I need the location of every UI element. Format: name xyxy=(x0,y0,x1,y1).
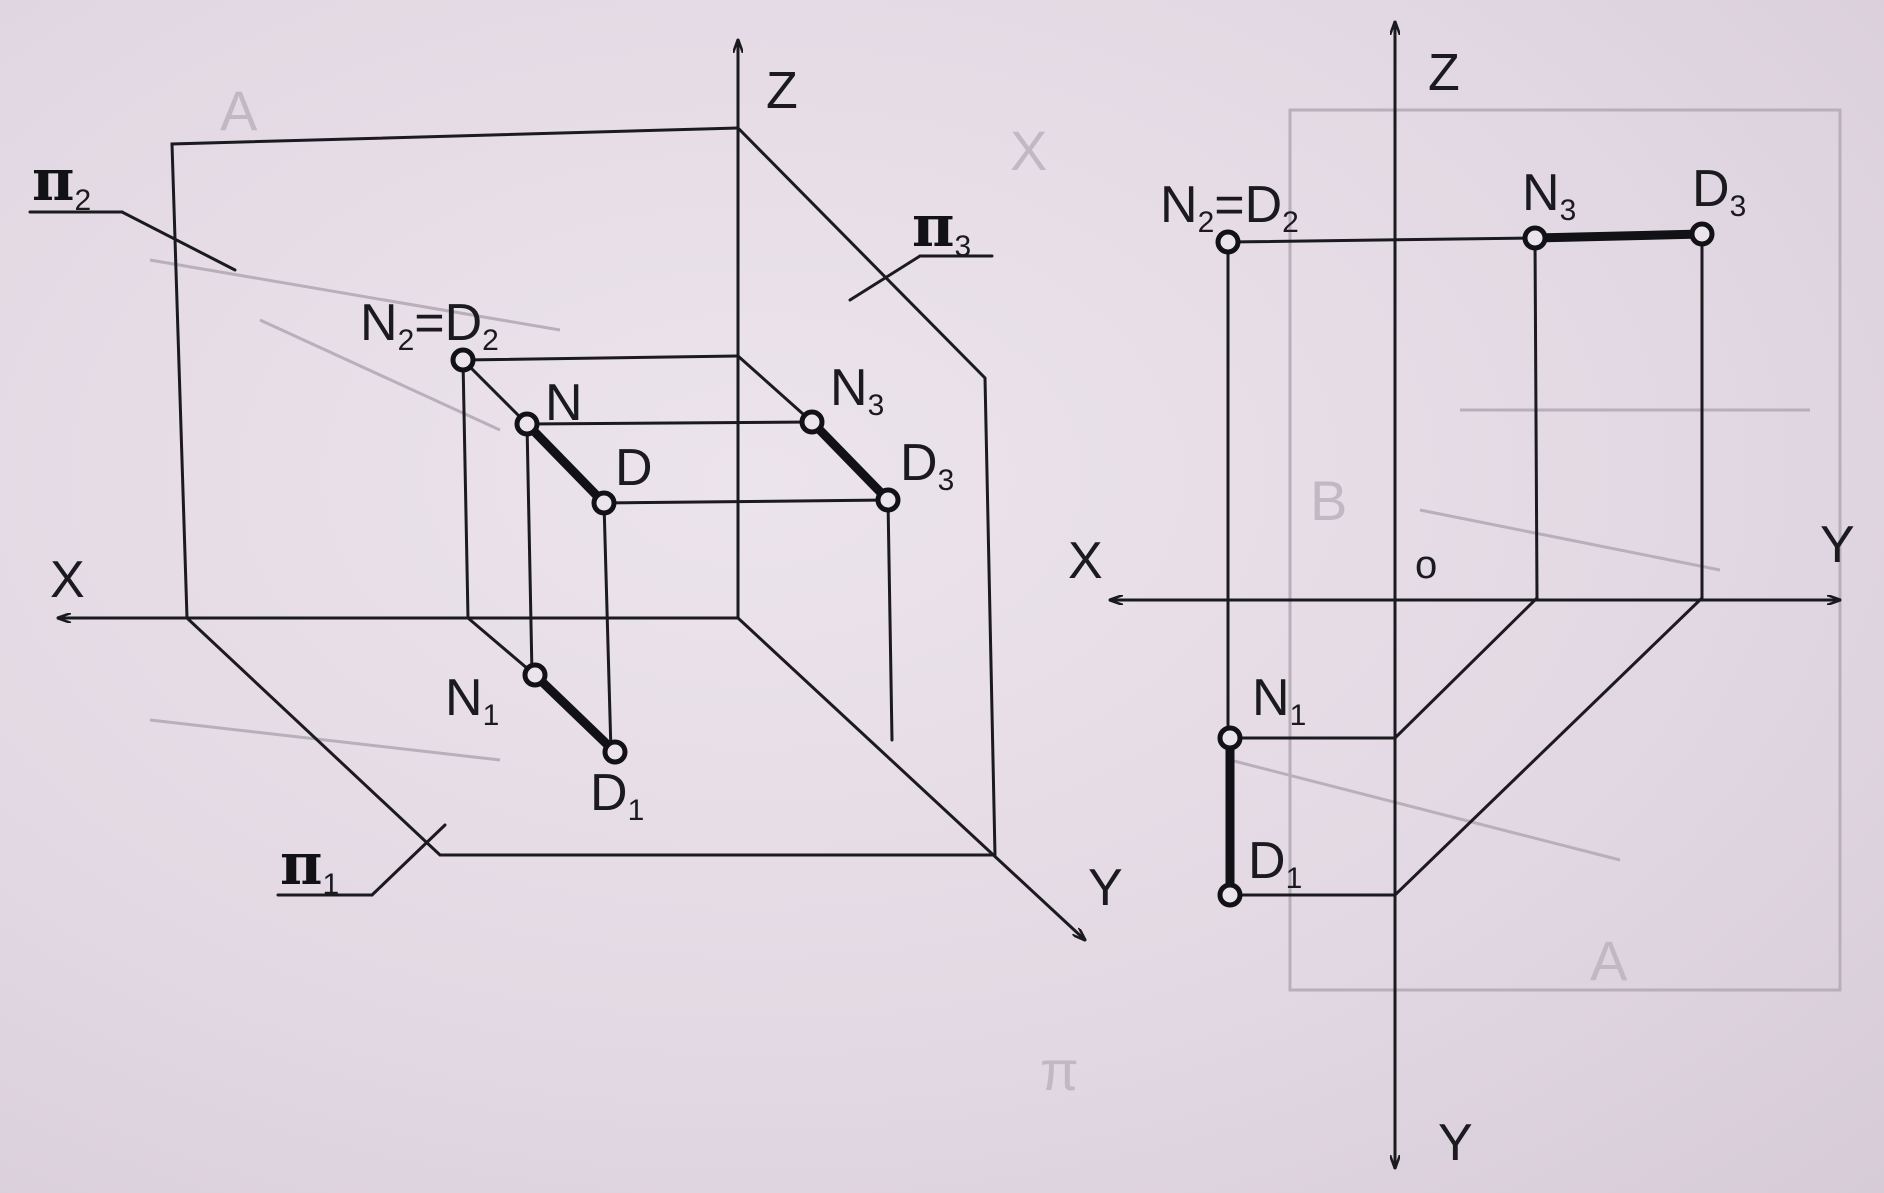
segment-nd xyxy=(522,419,609,508)
point-n3 xyxy=(799,409,825,435)
right-d1-label: D1 xyxy=(1248,832,1302,895)
segment-n3d3 xyxy=(807,417,893,505)
point-n xyxy=(514,411,540,437)
projection-connection-lines xyxy=(1226,232,1704,897)
svg-text:A: A xyxy=(220,79,258,142)
right-x-label: X xyxy=(1068,532,1103,590)
construction-lines xyxy=(461,354,894,754)
right-n1-label: N1 xyxy=(1252,669,1306,732)
pi3-leader-diag xyxy=(848,254,922,302)
epure-point-n3 xyxy=(1522,225,1548,251)
pi2-label: π2 xyxy=(32,146,91,217)
origin-label: o xyxy=(1415,543,1437,587)
left-n-label: N xyxy=(545,374,583,432)
plane-pi1-outline xyxy=(185,616,997,857)
left-d1-label: D1 xyxy=(590,764,644,827)
pi1-label: π1 xyxy=(280,830,339,901)
left-3d-view: π2 π3 π1 Z X Y N2=D2 N D N3 D3 N1 xyxy=(28,38,1123,940)
svg-text:B: B xyxy=(1310,469,1347,532)
svg-text:A: A xyxy=(1590,929,1628,992)
left-y-label: Y xyxy=(1088,859,1123,917)
epure-point-d1 xyxy=(1217,882,1243,908)
point-d xyxy=(591,490,617,516)
right-z-label: Z xyxy=(1428,44,1460,102)
segment-n1d1 xyxy=(530,670,620,757)
svg-text:X: X xyxy=(1010,119,1047,182)
plane-pi3-outline xyxy=(736,126,997,857)
left-n1-label: N1 xyxy=(445,669,499,732)
right-epure-view: Z X Y Y o N2=D2 N3 D3 N1 D1 xyxy=(1068,20,1855,1172)
left-d3-label: D3 xyxy=(900,434,954,497)
left-n3-label: N3 xyxy=(830,359,884,422)
left-d-label: D xyxy=(615,439,653,497)
left-x-label: X xyxy=(50,551,85,609)
pi3-label: π3 xyxy=(912,192,971,263)
point-d3 xyxy=(875,487,901,513)
svg-text:π: π xyxy=(1040,1039,1079,1102)
right-d3-label: D3 xyxy=(1692,160,1746,223)
epure-point-d3 xyxy=(1689,221,1715,247)
point-n2d2 xyxy=(450,347,476,373)
projecting-line-n2 xyxy=(461,358,529,426)
right-n3-label: N3 xyxy=(1522,164,1576,227)
pi2-leader-diag xyxy=(120,210,237,272)
left-n2d2-label: N2=D2 xyxy=(360,294,499,357)
plane-pi2-outline xyxy=(170,126,740,620)
epure-point-n2d2 xyxy=(1215,229,1241,255)
point-d1 xyxy=(602,739,628,765)
right-y-label-vertical: Y xyxy=(1438,1114,1473,1172)
pi1-leader-diag xyxy=(370,823,447,897)
left-y-axis xyxy=(736,616,1085,940)
right-n2d2-label: N2=D2 xyxy=(1160,176,1299,239)
epure-segment-n3d3 xyxy=(1530,229,1707,243)
epure-point-n1 xyxy=(1217,725,1243,751)
right-y-label-horizontal: Y xyxy=(1820,516,1855,574)
left-z-label: Z xyxy=(766,62,798,120)
point-n1 xyxy=(522,662,548,688)
bleed-through-background: A X B A π xyxy=(149,79,1842,1102)
